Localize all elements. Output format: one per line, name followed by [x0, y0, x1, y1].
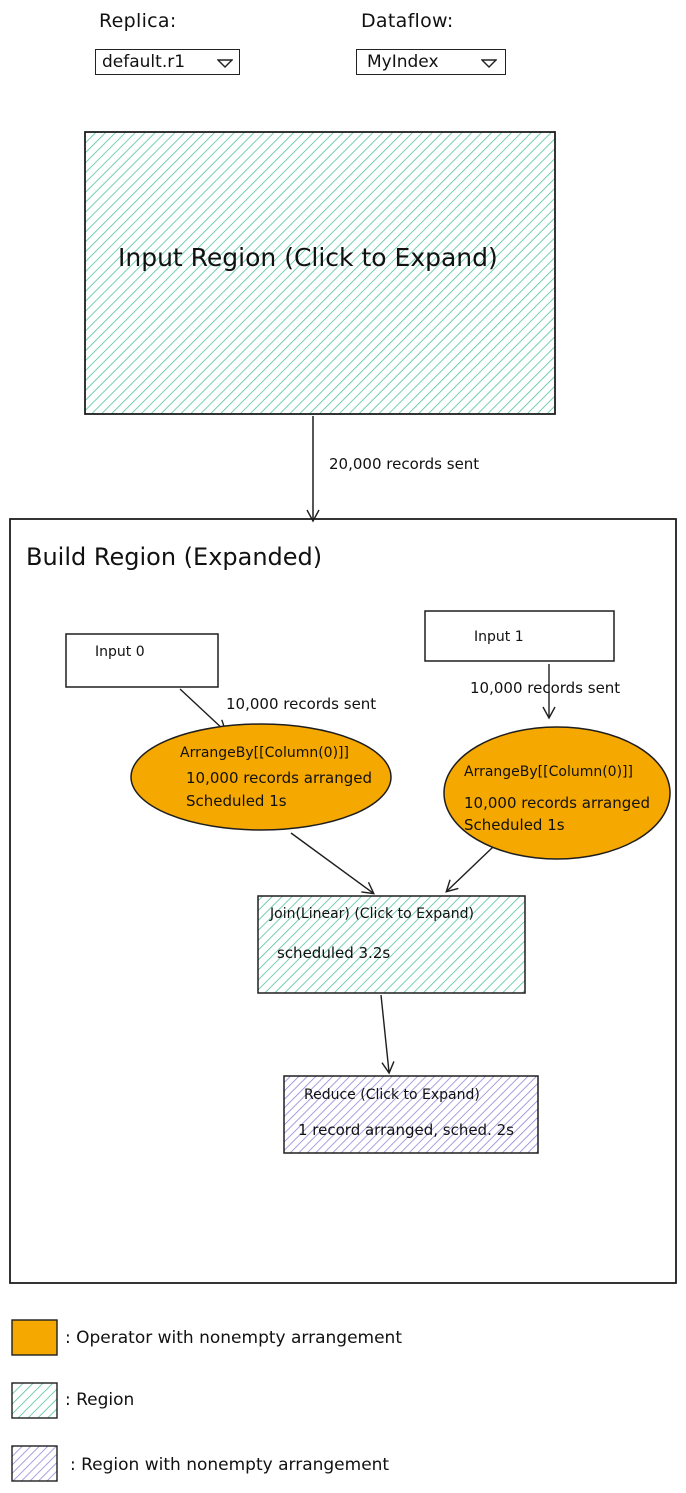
legend: : Operator with nonempty arrangement : R…	[11, 1319, 402, 1482]
join-title: Join(Linear) (Click to Expand)	[269, 906, 474, 922]
legend-swatch-region	[11, 1382, 58, 1419]
input-region[interactable]: Input Region (Click to Expand)	[84, 131, 556, 415]
edge-join-to-reduce	[380, 994, 395, 1075]
edge-input0-to-arrange0	[179, 688, 227, 733]
edge-arrange1-to-join	[445, 846, 494, 893]
input-1-label: Input 1	[474, 629, 524, 645]
dataflow-label: Dataflow:	[361, 10, 454, 32]
reduce-title: Reduce (Click to Expand)	[304, 1087, 480, 1103]
input-0-label: Input 0	[95, 644, 145, 660]
replica-label: Replica:	[99, 10, 177, 32]
legend-label-region: : Region	[65, 1390, 134, 1410]
arrange-0-title: ArrangeBy[[Column(0)]]	[180, 745, 349, 761]
input-1-node[interactable]: Input 1	[424, 610, 615, 662]
legend-swatch-operator	[11, 1319, 58, 1356]
reduce-detail: 1 record arranged, sched. 2s	[298, 1121, 514, 1139]
legend-item-arranged-region: : Region with nonempty arrangement	[11, 1445, 389, 1482]
arrange-0-records: 10,000 records arranged	[186, 769, 372, 787]
arrange-0-node[interactable]: ArrangeBy[[Column(0)]] 10,000 records ar…	[130, 723, 392, 831]
chevron-down-icon	[481, 59, 497, 68]
edge-arrange0-to-join	[290, 832, 375, 895]
dataflow-select[interactable]: MyIndex	[356, 49, 506, 75]
replica-select[interactable]: default.r1	[95, 49, 240, 75]
dataflow-value: MyIndex	[367, 52, 439, 72]
arrange-1-records: 10,000 records arranged	[464, 794, 650, 812]
arrange-1-scheduled: Scheduled 1s	[464, 816, 565, 834]
replica-value: default.r1	[102, 52, 186, 72]
edge-input1-label: 10,000 records sent	[470, 679, 620, 697]
reduce-region[interactable]: Reduce (Click to Expand) 1 record arrang…	[283, 1075, 539, 1154]
legend-item-operator: : Operator with nonempty arrangement	[11, 1319, 402, 1356]
legend-label-operator: : Operator with nonempty arrangement	[65, 1328, 402, 1348]
join-scheduled: scheduled 3.2s	[277, 944, 390, 962]
legend-item-region: : Region	[11, 1382, 134, 1419]
edge-input0-label: 10,000 records sent	[226, 695, 376, 713]
edge-input-to-build-label: 20,000 records sent	[329, 455, 479, 473]
build-region	[9, 518, 677, 1284]
arrange-1-title: ArrangeBy[[Column(0)]]	[464, 764, 633, 780]
arrange-0-scheduled: Scheduled 1s	[186, 792, 287, 810]
input-region-label: Input Region (Click to Expand)	[118, 243, 498, 272]
input-0-node[interactable]: Input 0	[65, 633, 219, 688]
arrange-1-node[interactable]: ArrangeBy[[Column(0)]] 10,000 records ar…	[443, 726, 671, 860]
build-region-title: Build Region (Expanded)	[26, 543, 322, 571]
legend-swatch-arranged-region	[11, 1445, 58, 1482]
chevron-down-icon	[217, 59, 233, 68]
legend-label-arranged-region: : Region with nonempty arrangement	[70, 1455, 389, 1475]
join-region[interactable]: Join(Linear) (Click to Expand) scheduled…	[257, 895, 526, 994]
